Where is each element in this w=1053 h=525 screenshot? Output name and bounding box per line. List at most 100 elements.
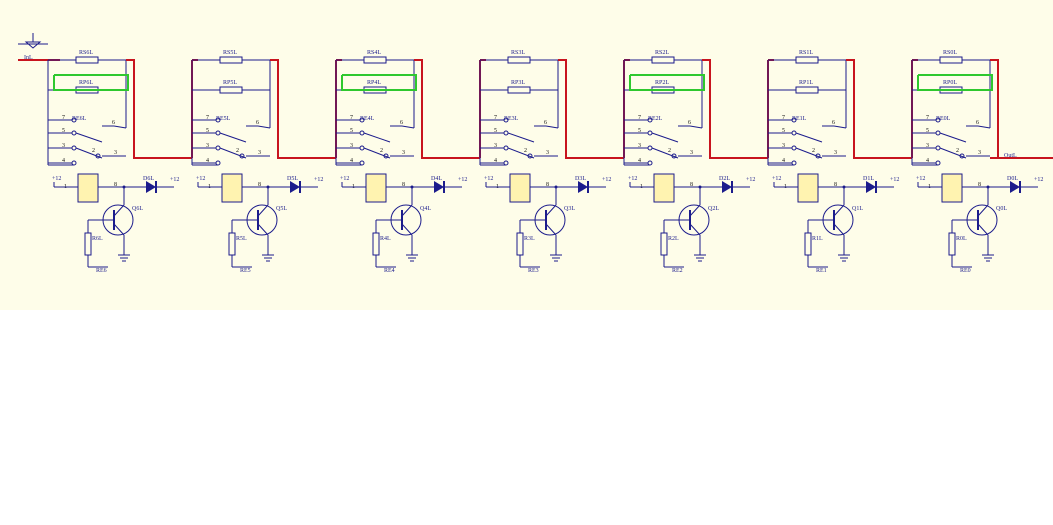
signal-wire (846, 59, 912, 159)
power-label: +12 (916, 176, 925, 182)
pin-number: 4 (926, 158, 929, 164)
switch-contact (215, 160, 221, 166)
power-label: +12 (602, 177, 611, 183)
switch-contact (935, 117, 941, 123)
pin-number: 2 (92, 148, 95, 154)
relay-coil (653, 173, 675, 203)
pin-number: 6 (256, 120, 259, 126)
base-resistor-label: R3L (524, 236, 535, 242)
shunt-wire (629, 74, 705, 91)
base-resistor-label: R2L (668, 236, 679, 242)
switch-contact (647, 145, 653, 151)
transistor (977, 204, 989, 217)
parallel-resistor-label: RP3L (511, 80, 525, 86)
control-label: RE2 (672, 268, 683, 274)
switch-contact (215, 145, 221, 151)
pin-number: 3 (926, 143, 929, 149)
pin-number: 6 (832, 120, 835, 126)
parallel-resistor-label: RP0L (943, 80, 957, 86)
pin-number: 3 (978, 150, 981, 156)
pin-number: 6 (976, 120, 979, 126)
series-resistor-label: RS2L (655, 50, 669, 56)
switch-contact (71, 145, 77, 151)
wire (401, 125, 415, 129)
power-label: +12 (772, 176, 781, 182)
diode (290, 181, 300, 193)
transistor (257, 223, 269, 236)
switch-contact (215, 117, 221, 123)
series-resistor (363, 56, 387, 64)
pin-number: 2 (380, 148, 383, 154)
signal-wire (126, 59, 192, 159)
pin-number: 3 (402, 150, 405, 156)
parallel-resistor-label: RP4L (367, 80, 381, 86)
pin-number: 7 (782, 115, 785, 121)
diode-label: D1L (863, 176, 874, 182)
transistor (113, 204, 125, 217)
transistor (545, 204, 557, 217)
pin-number: 7 (494, 115, 497, 121)
power-label: +12 (1034, 177, 1043, 183)
pin-number: 8 (690, 182, 693, 188)
series-resistor (507, 56, 531, 64)
pin-number: 6 (112, 120, 115, 126)
relay-coil (797, 173, 819, 203)
switch-contact (71, 160, 77, 166)
wire (977, 125, 991, 129)
wire (833, 125, 847, 129)
pin-number: 5 (782, 128, 785, 134)
switch-contact (791, 117, 797, 123)
pin-number: 5 (62, 128, 65, 134)
switch-contact (71, 117, 77, 123)
transistor (545, 223, 557, 236)
pin-number: 3 (258, 150, 261, 156)
signal-wire (990, 59, 1053, 159)
base-resistor-label: R1L (812, 236, 823, 242)
pin-number: 3 (350, 143, 353, 149)
diode (866, 181, 876, 193)
switch-arm (939, 132, 967, 143)
pin-number: 5 (494, 128, 497, 134)
series-resistor (651, 56, 675, 64)
transistor (401, 223, 413, 236)
parallel-resistor (507, 86, 531, 94)
switch-contact (359, 130, 365, 136)
pin-number: 7 (350, 115, 353, 121)
transistor (977, 223, 989, 236)
switch-arm (939, 147, 967, 159)
wire (257, 125, 271, 129)
pin-number: 2 (956, 148, 959, 154)
switch-contact (503, 145, 509, 151)
pin-number: 4 (494, 158, 497, 164)
pin-number: 7 (638, 115, 641, 121)
switch-contact (215, 130, 221, 136)
switch-arm (507, 132, 535, 143)
transistor-label: Q4L (420, 206, 431, 212)
pin-number: 4 (350, 158, 353, 164)
transistor-label: Q6L (132, 206, 143, 212)
switch-arm (795, 147, 823, 159)
shunt-wire (917, 74, 993, 91)
power-label: +12 (746, 177, 755, 183)
control-label: RE5 (240, 268, 251, 274)
relay-label: RE2L (648, 116, 663, 122)
diode (1010, 181, 1020, 193)
transistor-label: Q2L (708, 206, 719, 212)
power-label: +12 (196, 176, 205, 182)
base-resistor (84, 232, 92, 256)
switch-contact (647, 160, 653, 166)
pin-number: 7 (206, 115, 209, 121)
switch-arm (75, 147, 103, 159)
series-resistor-label: RS5L (223, 50, 237, 56)
power-label: +12 (890, 177, 899, 183)
relay-label: RE5L (216, 116, 231, 122)
series-resistor (75, 56, 99, 64)
switch-contact (503, 160, 509, 166)
switch-contact (503, 117, 509, 123)
transistor-label: Q0L (996, 206, 1007, 212)
control-label: RE6 (96, 268, 107, 274)
wire (545, 125, 559, 129)
transistor (689, 204, 701, 217)
